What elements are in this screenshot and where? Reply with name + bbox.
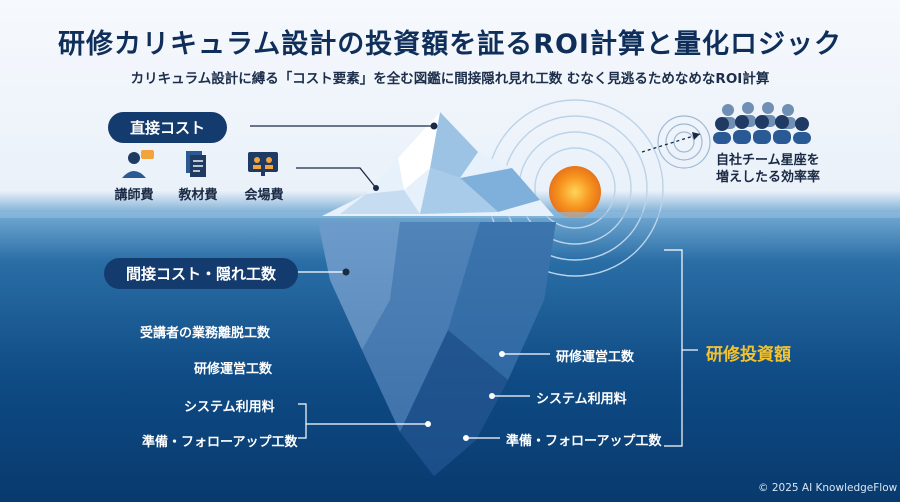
team-caption: 自社チーム星座を 増えしたる効率率: [716, 152, 820, 186]
left-item-2: 研修運営工数: [194, 362, 273, 377]
left-item-3: システム利用料: [184, 400, 275, 415]
page-subtitle: カリキュラム設計に縛る「コスト要素」を全む図鑑に間接隠れ見れ工数 むなく見逃るた…: [130, 71, 770, 87]
right-item-3: 準備・フォローアップ工数: [506, 434, 662, 449]
instructor-icon: [122, 150, 154, 178]
left-item-1: 受講者の業務離脱工数: [140, 326, 271, 341]
team-caption-line1: 自社チーム星座を: [716, 153, 820, 168]
direct-item-materials: 教材費: [178, 188, 218, 203]
right-item-2: システム利用料: [536, 392, 627, 407]
sun: [549, 166, 601, 218]
iceberg-underwater: [318, 222, 556, 476]
indirect-cost-heading: 間接コスト・隠れ工数: [104, 258, 299, 289]
direct-item-venue: 会場費: [244, 188, 284, 203]
connector-dots-top: [373, 122, 700, 191]
team-caption-line2: 増えしたる効率率: [716, 170, 821, 185]
documents-icon: [186, 151, 206, 177]
venue-screen-icon: [248, 152, 278, 176]
target-ripples: [657, 115, 711, 169]
investment-label: 研修投資額: [706, 345, 791, 365]
connector-lines: [250, 125, 701, 189]
connector-dots: [342, 268, 505, 441]
right-item-1: 研修運営工数: [556, 350, 635, 365]
left-item-4: 準備・フォローアップ工数: [142, 435, 298, 450]
team-people-icon: [713, 102, 811, 144]
direct-item-instructor: 講師費: [114, 188, 154, 203]
page-title: 研修カリキュラム設計の投資額を証るROI計算と量化ロジック: [58, 29, 842, 60]
iceberg-tip: [322, 112, 554, 216]
connector-lines-underwater: [298, 249, 698, 447]
direct-cost-heading: 直接コスト: [108, 112, 228, 143]
copyright: © 2025 AI KnowledgeFlow: [758, 482, 898, 494]
